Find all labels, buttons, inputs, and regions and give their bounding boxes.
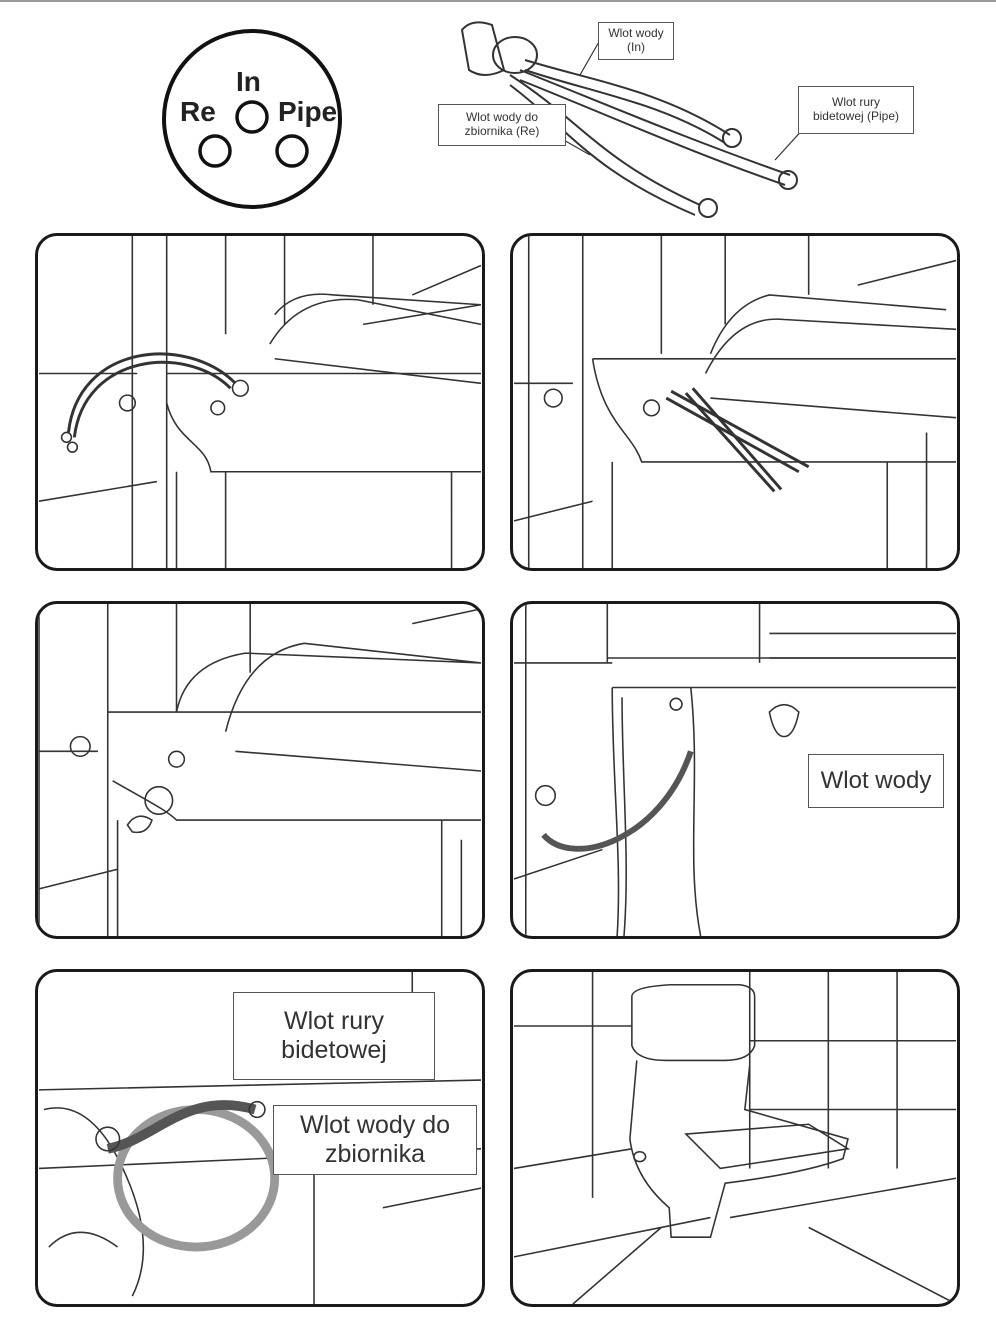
callout-in-line2: (In) — [627, 40, 645, 54]
step-1-panel — [35, 233, 485, 571]
water-inlet-hose-illustration-icon — [513, 604, 957, 936]
callout-re-line1: Wlot wody do — [465, 110, 539, 125]
callout-tank-water-inlet: Wlot wody do zbiornika — [273, 1105, 477, 1175]
step-4-panel: Wlot wody — [510, 601, 960, 939]
port-circle-icon — [162, 29, 342, 209]
port-re-label: Re — [180, 96, 216, 127]
step-3-panel — [35, 601, 485, 939]
callout-bidet-line1: Wlot rury — [284, 1007, 384, 1036]
callout-water-inlet: Wlot wody — [808, 754, 944, 808]
callout-bidet-line2: bidetowej — [281, 1036, 387, 1064]
toilet-hose-illustration-icon — [38, 236, 482, 568]
wrench-tightening-illustration-icon — [513, 236, 957, 568]
step-5-panel: Wlot rury bidetowej Wlot wody do zbiorni… — [35, 969, 485, 1307]
callout-pipe: Wlot rury bidetowej (Pipe) — [798, 86, 914, 134]
port-pipe-label: Pipe — [278, 96, 338, 127]
callout-bidet-pipe-inlet: Wlot rury bidetowej — [233, 992, 435, 1080]
callout-in-line1: Wlot wody — [608, 26, 664, 41]
callout-in: Wlot wody (In) — [598, 22, 674, 60]
installed-toilet-illustration-icon — [513, 972, 957, 1304]
top-border — [0, 0, 996, 2]
callout-pipe-line2: bidetowej (Pipe) — [812, 109, 900, 123]
callout-re: Wlot wody do zbiornika (Re) — [438, 104, 566, 146]
callout-re-line2: zbiornika (Re) — [464, 124, 540, 138]
hose-connection-closeup-illustration-icon — [38, 972, 482, 1304]
step-2-panel — [510, 233, 960, 571]
step-6-panel — [510, 969, 960, 1307]
callout-pipe-line1: Wlot rury — [832, 95, 880, 110]
callout-tank-line1: Wlot wody do — [299, 1111, 451, 1140]
toilet-connectors-illustration-icon — [38, 604, 482, 936]
port-in-label: In — [236, 66, 261, 97]
callout-tank-line2: zbiornika — [324, 1140, 426, 1168]
